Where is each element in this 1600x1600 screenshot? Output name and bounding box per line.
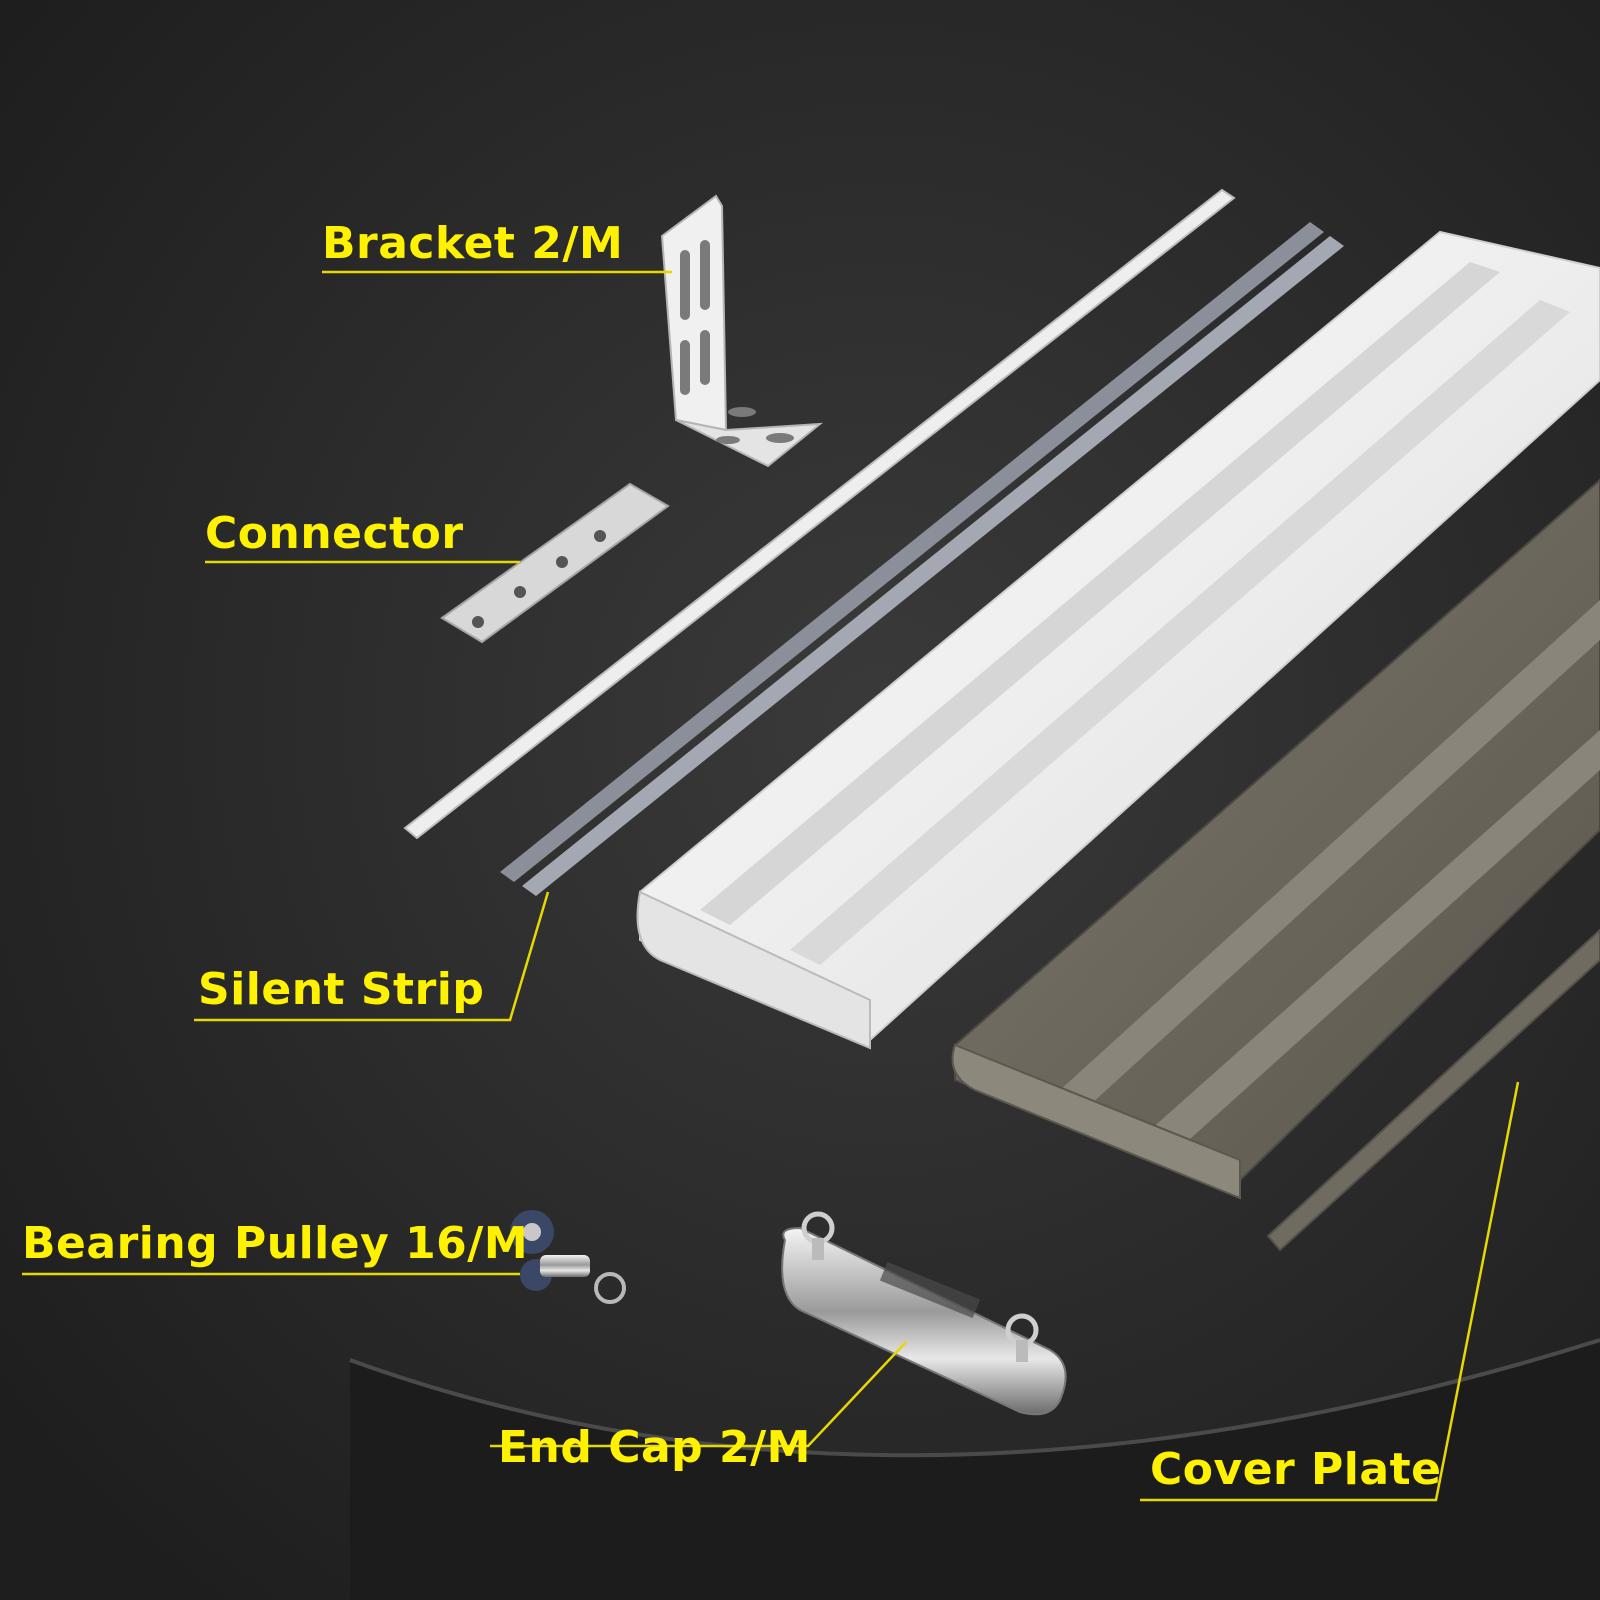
cover-plate-leader [1140, 1081, 1520, 1502]
display-platform [350, 1340, 1600, 1600]
display-platform-rim [349, 1338, 1600, 1458]
white-track-groove-2 [790, 300, 1570, 965]
connector-label: Connector [205, 508, 464, 559]
white-track-top [639, 230, 1600, 1042]
grey-track-groove-2 [1150, 730, 1600, 1148]
grey-track-groove [1060, 600, 1600, 1105]
end-cap-label: End Cap 2/M [498, 1422, 811, 1473]
silent-strip-part-2 [522, 236, 1344, 896]
cover-plate-part [1266, 928, 1600, 1252]
grey-track-top [954, 478, 1600, 1192]
connector-part [440, 482, 670, 644]
bearing-pulley-part [510, 1210, 626, 1304]
silent-strip-leader [194, 891, 550, 1022]
silent-strip-label: Silent Strip [198, 964, 485, 1015]
end-cap-leader [490, 1341, 907, 1448]
grey-track-end-profile [951, 1043, 1241, 1200]
bracket-label: Bracket 2/M [322, 218, 624, 269]
leader-lines [22, 270, 1520, 1502]
silent-strip-part [500, 222, 1324, 882]
end-cap-part [781, 1211, 1067, 1416]
white-track-end-profile [636, 890, 871, 1050]
bracket-part [660, 194, 824, 468]
white-track-groove [700, 262, 1500, 925]
bearing-pulley-label: Bearing Pulley 16/M [22, 1218, 529, 1269]
thin-rail [403, 188, 1236, 840]
cover-plate-label: Cover Plate [1150, 1444, 1442, 1495]
